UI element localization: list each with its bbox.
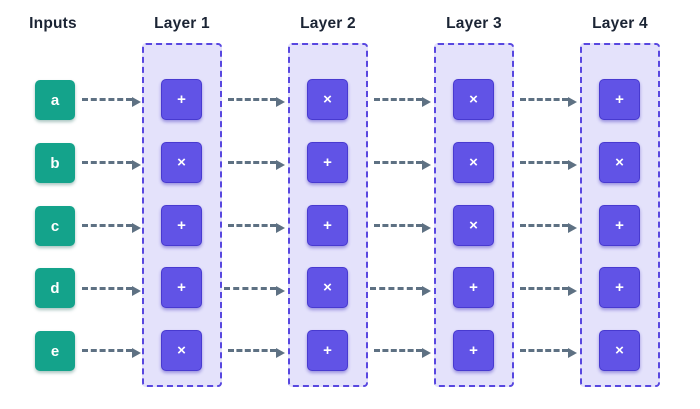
op-node: + [453,267,494,308]
op-node: + [599,205,640,246]
flow-arrow-icon [224,286,285,296]
op-node: + [161,79,202,120]
flow-arrow-icon [374,223,431,233]
flow-arrow-icon [520,160,577,170]
op-node: × [307,79,348,120]
input-node-e: e [35,331,75,371]
flow-arrow-icon [82,223,141,233]
op-node: × [161,330,202,371]
flow-arrow-icon [228,223,285,233]
op-node: × [599,330,640,371]
op-node: × [307,267,348,308]
flow-arrow-icon [370,286,431,296]
layer-4-header: Layer 4 [592,15,648,32]
flow-arrow-icon [228,97,285,107]
flow-arrow-icon [228,348,285,358]
layer-1-container: + × + + × [142,43,222,387]
op-node: + [599,79,640,120]
op-node: + [161,267,202,308]
layer-3-container: × × × + + [434,43,514,387]
flow-arrow-icon [374,97,431,107]
op-node: × [599,142,640,183]
flow-arrow-icon [82,348,141,358]
flow-arrow-icon [374,348,431,358]
flow-arrow-icon [520,348,577,358]
op-node: × [453,205,494,246]
op-node: + [307,330,348,371]
flow-arrow-icon [374,160,431,170]
input-node-d: d [35,268,75,308]
flow-arrow-icon [520,97,577,107]
flow-arrow-icon [82,286,141,296]
layer-2-header: Layer 2 [300,15,356,32]
op-node: + [599,267,640,308]
op-node: + [307,205,348,246]
input-node-c: c [35,206,75,246]
flow-arrow-icon [82,97,141,107]
flow-arrow-icon [82,160,141,170]
layer-3-header: Layer 3 [446,15,502,32]
op-node: × [453,142,494,183]
inputs-header: Inputs [29,15,77,32]
op-node: × [453,79,494,120]
layer-2-container: × + + × + [288,43,368,387]
op-node: + [453,330,494,371]
op-node: + [161,205,202,246]
layer-4-container: + × + + × [580,43,660,387]
input-node-b: b [35,143,75,183]
flow-arrow-icon [228,160,285,170]
layer-1-header: Layer 1 [154,15,210,32]
input-node-a: a [35,80,75,120]
flow-arrow-icon [520,223,577,233]
op-node: + [307,142,348,183]
flow-arrow-icon [520,286,577,296]
op-node: × [161,142,202,183]
